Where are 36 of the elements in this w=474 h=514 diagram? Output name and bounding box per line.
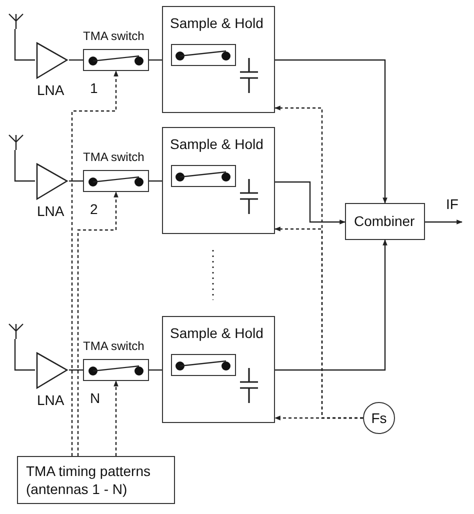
channel-number: N bbox=[90, 390, 100, 406]
channel-number: 1 bbox=[90, 80, 98, 96]
amplifier-label: LNA bbox=[37, 392, 64, 408]
dashed-arrow bbox=[114, 380, 118, 456]
connector-line bbox=[149, 369, 162, 371]
box-title: Sample & Hold bbox=[170, 325, 264, 341]
arrow bbox=[275, 239, 388, 371]
arrow bbox=[275, 181, 346, 224]
connector-line bbox=[149, 180, 162, 182]
sample-hold-box bbox=[162, 127, 275, 234]
source-circle: Fs bbox=[363, 402, 395, 434]
connector-line bbox=[69, 369, 83, 371]
connector-line bbox=[149, 59, 162, 61]
connector-line bbox=[14, 339, 35, 371]
connector-line bbox=[14, 29, 35, 61]
sample-hold-box bbox=[162, 316, 275, 423]
switch-label: TMA switch bbox=[83, 29, 144, 43]
amplifier-label: LNA bbox=[37, 203, 64, 219]
switch-label: TMA switch bbox=[83, 150, 144, 164]
connector-line bbox=[14, 150, 35, 182]
connector-line bbox=[69, 59, 83, 61]
arrow bbox=[425, 220, 463, 224]
process-box: TMA timing patterns (antennas 1 - N) bbox=[17, 456, 175, 504]
arrow bbox=[275, 59, 388, 204]
channel-number: 2 bbox=[90, 201, 98, 217]
box-title: Sample & Hold bbox=[170, 136, 264, 152]
edge-label: IF bbox=[445, 196, 460, 212]
sample-hold-box bbox=[162, 6, 275, 113]
amplifier-label: LNA bbox=[37, 82, 64, 98]
process-box: Combiner bbox=[345, 203, 425, 240]
connector-line bbox=[69, 180, 83, 182]
dashed-arrow bbox=[274, 416, 363, 420]
dashed-arrow bbox=[77, 191, 118, 456]
dashed-arrow bbox=[71, 70, 118, 456]
switch-label: TMA switch bbox=[83, 339, 144, 353]
box-title: Sample & Hold bbox=[170, 15, 264, 31]
